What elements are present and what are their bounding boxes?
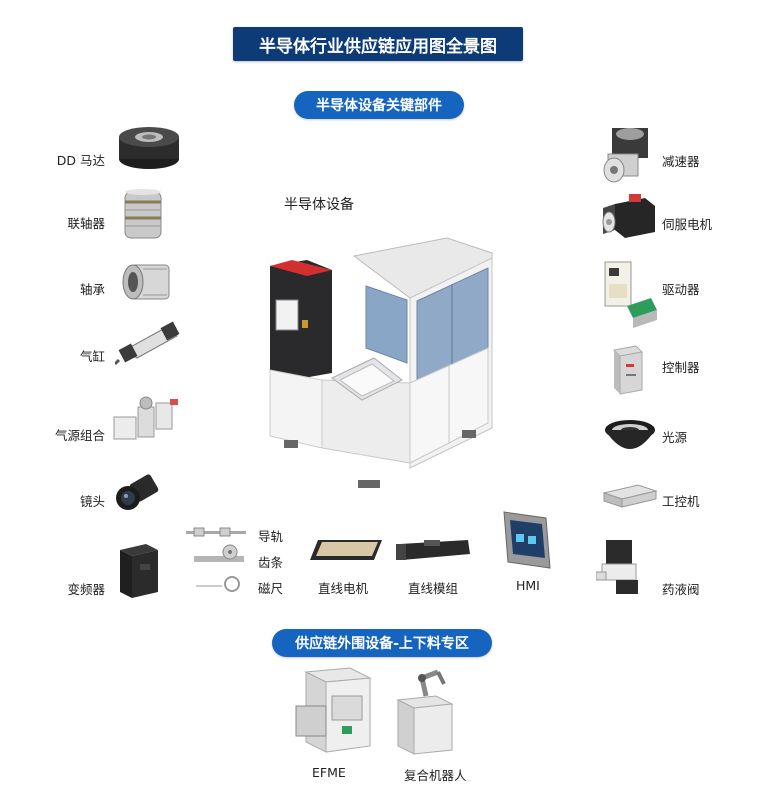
linear-motor-icon xyxy=(310,540,382,560)
label-hmi: HMI xyxy=(516,578,540,593)
dd-motor-icon xyxy=(119,127,179,169)
page-title: 半导体行业供应链应用图全景图 xyxy=(233,27,523,61)
label-guide-rail: 导轨 xyxy=(258,529,284,544)
chemical-valve-icon xyxy=(596,540,638,594)
air-source-unit-icon xyxy=(113,396,178,440)
label-efme: EFME xyxy=(312,765,346,780)
air-cylinder-icon xyxy=(115,321,180,366)
label-magnetic-scale: 磁尺 xyxy=(258,581,284,596)
label-air-cylinder: 气缸 xyxy=(79,349,105,364)
label-controller: 控制器 xyxy=(662,360,700,375)
label-composite-robot: 复合机器人 xyxy=(404,768,467,783)
equipment-label: 半导体设备 xyxy=(284,197,354,213)
controller-icon xyxy=(612,345,644,395)
inverter-icon xyxy=(120,544,158,598)
rack-icon xyxy=(194,544,244,562)
section-key-parts-pill: 半导体设备关键部件 xyxy=(294,91,464,119)
magnetic-scale-icon xyxy=(196,576,240,592)
reducer-icon xyxy=(603,128,648,183)
driver-icon xyxy=(604,261,657,328)
lens-icon xyxy=(116,474,159,510)
label-rack: 齿条 xyxy=(258,555,284,570)
label-driver: 驱动器 xyxy=(662,282,700,297)
guide-rail-icon xyxy=(186,527,246,537)
label-lens: 镜头 xyxy=(79,494,105,509)
section-peripheral-pill: 供应链外围设备-上下料专区 xyxy=(272,629,492,657)
label-inverter: 变频器 xyxy=(67,582,105,597)
hmi-icon xyxy=(503,511,551,569)
efme-icon xyxy=(295,667,372,753)
label-industrial-pc: 工控机 xyxy=(662,494,700,509)
label-bearing: 轴承 xyxy=(79,282,105,297)
label-air-source-unit: 气源组合 xyxy=(54,428,105,443)
coupling-icon xyxy=(124,189,162,239)
composite-robot-icon xyxy=(396,669,454,755)
label-dd-motor: DD 马达 xyxy=(56,153,105,168)
label-reducer: 减速器 xyxy=(662,154,700,169)
servo-motor-icon xyxy=(602,194,655,238)
industrial-pc-icon xyxy=(602,484,658,508)
semiconductor-equipment-illustration xyxy=(269,237,493,488)
label-servo-motor: 伺服电机 xyxy=(662,217,713,232)
label-linear-motor: 直线电机 xyxy=(318,581,369,596)
light-source-icon xyxy=(605,420,655,449)
label-chemical-valve: 药液阀 xyxy=(662,582,700,597)
linear-module-icon xyxy=(396,540,470,560)
label-coupling: 联轴器 xyxy=(67,216,105,231)
label-linear-module: 直线模组 xyxy=(408,581,459,596)
label-light-source: 光源 xyxy=(662,430,688,445)
bearing-icon xyxy=(122,264,170,300)
